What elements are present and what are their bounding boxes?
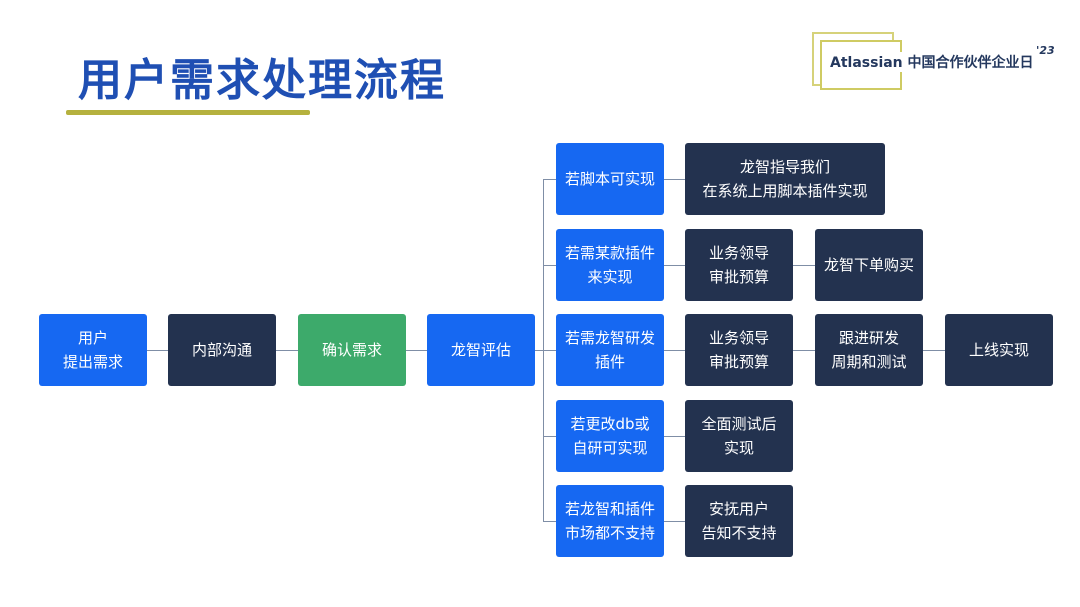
connector-line xyxy=(543,436,556,437)
step-secondary-label: 龙智下单购买 xyxy=(823,256,914,274)
connector-line xyxy=(276,350,298,351)
connector-line xyxy=(664,521,685,522)
branch-condition-label: 若脚本可实现 xyxy=(564,170,655,188)
branch-condition-label: 若龙智和插件市场都不支持 xyxy=(564,500,655,542)
branch-condition-box: 若需某款插件来实现 xyxy=(556,229,664,301)
connector-line xyxy=(406,350,427,351)
page-title: 用户需求处理流程 xyxy=(78,55,446,106)
step-primary-box: 业务领导审批预算 xyxy=(685,314,793,386)
branch-condition-label: 若更改db或自研可实现 xyxy=(570,415,650,457)
step-primary-label: 业务领导审批预算 xyxy=(708,244,769,286)
step-tertiary-label: 上线实现 xyxy=(968,341,1029,359)
title-underline xyxy=(66,110,310,115)
connector-line xyxy=(664,436,685,437)
branch-condition-box: 若更改db或自研可实现 xyxy=(556,400,664,472)
connector-line xyxy=(543,350,556,351)
connector-line xyxy=(923,350,945,351)
user-request-box: 用户提出需求 xyxy=(39,314,147,386)
branch-condition-box: 若脚本可实现 xyxy=(556,143,664,215)
step-primary-box: 全面测试后实现 xyxy=(685,400,793,472)
connector-line xyxy=(147,350,168,351)
connector-line xyxy=(543,521,556,522)
step-tertiary-box: 上线实现 xyxy=(945,314,1053,386)
connector-line xyxy=(543,265,556,266)
step-secondary-box: 跟进研发周期和测试 xyxy=(815,314,923,386)
internal-communication-box: 内部沟通 xyxy=(168,314,276,386)
step-primary-label: 安抚用户告知不支持 xyxy=(701,500,777,542)
step-primary-label: 业务领导审批预算 xyxy=(708,329,769,371)
connector-line xyxy=(793,265,815,266)
user-request-label: 用户提出需求 xyxy=(62,329,123,371)
connector-line xyxy=(793,350,815,351)
internal-communication-label: 内部沟通 xyxy=(191,341,252,359)
step-primary-box: 安抚用户告知不支持 xyxy=(685,485,793,557)
longzhi-evaluation-label: 龙智评估 xyxy=(450,341,511,359)
connector-line xyxy=(664,350,685,351)
step-primary-label: 全面测试后实现 xyxy=(701,415,777,457)
logo-year-text: '23 xyxy=(1036,44,1055,57)
branch-condition-box: 若需龙智研发插件 xyxy=(556,314,664,386)
step-secondary-label: 跟进研发周期和测试 xyxy=(831,329,907,371)
connector-line xyxy=(543,179,556,180)
event-logo: Atlassian 中国合作伙伴企业日 '23 xyxy=(812,32,1058,90)
longzhi-evaluation-box: 龙智评估 xyxy=(427,314,535,386)
branch-condition-label: 若需某款插件来实现 xyxy=(564,244,655,286)
step-secondary-box: 龙智下单购买 xyxy=(815,229,923,301)
connector-line xyxy=(535,350,543,351)
step-primary-label: 龙智指导我们在系统上用脚本插件实现 xyxy=(702,158,868,200)
confirm-requirement-box: 确认需求 xyxy=(298,314,406,386)
step-primary-box: 业务领导审批预算 xyxy=(685,229,793,301)
connector-line xyxy=(664,265,685,266)
branch-condition-box: 若龙智和插件市场都不支持 xyxy=(556,485,664,557)
step-primary-box: 龙智指导我们在系统上用脚本插件实现 xyxy=(685,143,885,215)
connector-line xyxy=(664,179,685,180)
confirm-requirement-label: 确认需求 xyxy=(321,341,382,359)
branch-condition-label: 若需龙智研发插件 xyxy=(564,329,655,371)
logo-brand-text: Atlassian 中国合作伙伴企业日 xyxy=(830,52,1036,72)
